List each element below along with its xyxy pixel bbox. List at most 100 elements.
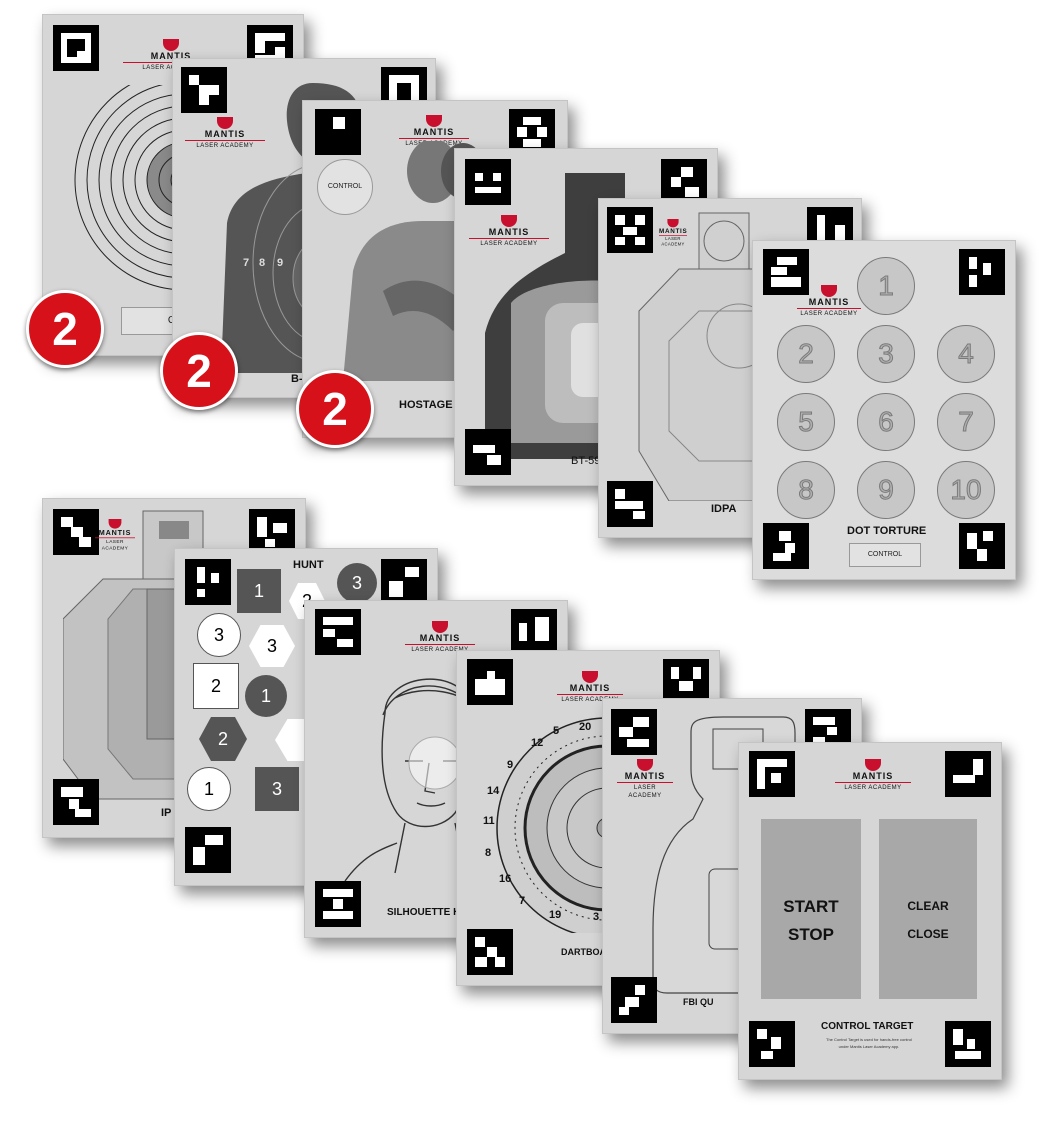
dartboard-number: 11 — [483, 815, 495, 827]
hunt-shape: 1 — [187, 767, 231, 811]
aruco-marker-icon — [663, 659, 709, 705]
aruco-marker-icon — [763, 249, 809, 295]
aruco-marker-icon — [749, 1021, 795, 1067]
clear-close-panel: CLEAR CLOSE — [879, 819, 977, 999]
hunt-shape: 2 — [199, 717, 247, 761]
hunt-shape: 3 — [197, 613, 241, 657]
dartboard-number: 9 — [507, 759, 514, 771]
dartboard-number: 7 — [519, 895, 526, 907]
aruco-marker-icon — [467, 929, 513, 975]
target-label: HUNT — [293, 559, 324, 571]
dartboard-number: 5 — [553, 725, 560, 737]
target-label: SILHOUETTE HEA — [387, 907, 475, 918]
hunt-shape: 1 — [245, 675, 287, 717]
aruco-marker-icon — [607, 481, 653, 527]
quantity-badge: 2 — [26, 290, 104, 368]
aruco-marker-icon — [249, 509, 295, 555]
dot-target-9: 9 — [857, 461, 915, 519]
control-circle: CONTROL — [317, 159, 373, 215]
aruco-marker-icon — [181, 67, 227, 113]
aruco-marker-icon — [749, 751, 795, 797]
aruco-marker-icon — [763, 523, 809, 569]
aruco-marker-icon — [511, 609, 557, 655]
aruco-marker-icon — [465, 429, 511, 475]
dartboard-number: 3 — [593, 911, 600, 923]
aruco-marker-icon — [959, 523, 1005, 569]
hunt-shape: 1 — [237, 569, 281, 613]
aruco-marker-icon — [945, 1021, 991, 1067]
target-label: BT-59 — [571, 455, 601, 467]
dot-target-3: 3 — [857, 325, 915, 383]
dot-target-10: 10 — [937, 461, 995, 519]
aruco-marker-icon — [381, 559, 427, 605]
aruco-marker-icon — [607, 207, 653, 253]
dartboard-number: 20 — [579, 721, 592, 733]
dartboard-number: 16 — [499, 873, 512, 885]
aruco-marker-icon — [465, 159, 511, 205]
aruco-marker-icon — [509, 109, 555, 155]
dot-target-8: 8 — [777, 461, 835, 519]
control-note-2: under Mantis Laser Academy app. — [838, 1044, 900, 1049]
dartboard-number: 8 — [485, 847, 492, 859]
aruco-marker-icon — [185, 559, 231, 605]
dot-target-5: 5 — [777, 393, 835, 451]
quantity-badge: 2 — [296, 370, 374, 448]
aruco-marker-icon — [315, 609, 361, 655]
dot-target-2: 2 — [777, 325, 835, 383]
start-stop-panel: START STOP — [761, 819, 861, 999]
clear-label: CLEAR — [907, 899, 949, 913]
hunt-shape: 3 — [255, 767, 299, 811]
aruco-marker-icon — [467, 659, 513, 705]
aruco-marker-icon — [315, 881, 361, 927]
dartboard-number: 12 — [531, 737, 544, 749]
aruco-marker-icon — [53, 25, 99, 71]
start-label: START — [783, 897, 839, 916]
dartboard-number: 14 — [487, 785, 500, 797]
close-label: CLOSE — [907, 927, 949, 941]
target-label: FBI QU — [683, 997, 714, 1007]
aruco-marker-icon — [959, 249, 1005, 295]
target-label: DOT TORTURE — [847, 525, 927, 537]
dot-target-6: 6 — [857, 393, 915, 451]
hunt-shape: 3 — [337, 563, 377, 603]
aruco-marker-icon — [315, 109, 361, 155]
ring-number: 7 — [243, 257, 250, 269]
dot-target-1: 1 — [857, 257, 915, 315]
control-note-1: The Control Target is used for hands-fre… — [826, 1037, 912, 1042]
target-label: CONTROL TARGET — [821, 1021, 914, 1032]
dot-target-4: 4 — [937, 325, 995, 383]
aruco-marker-icon — [611, 709, 657, 755]
aruco-marker-icon — [945, 751, 991, 797]
ring-number: 8 — [259, 257, 266, 269]
target-label: IP — [161, 807, 172, 819]
target-label: DARTBOAR — [561, 947, 613, 957]
aruco-marker-icon — [611, 977, 657, 1023]
target-label: IDPA — [711, 503, 737, 515]
aruco-marker-icon — [661, 159, 707, 205]
control-box: CONTROL — [849, 543, 921, 567]
hunt-shape: 3 — [249, 625, 295, 667]
aruco-marker-icon — [53, 509, 99, 555]
aruco-marker-icon — [53, 779, 99, 825]
aruco-marker-icon — [185, 827, 231, 873]
target-label: B- — [291, 373, 303, 385]
ring-number: 9 — [277, 257, 284, 269]
hunt-shape: 2 — [193, 663, 239, 709]
target-label: HOSTAGE — [399, 399, 453, 411]
stop-label: STOP — [788, 925, 834, 944]
dartboard-number: 19 — [549, 909, 562, 921]
dot-target-7: 7 — [937, 393, 995, 451]
quantity-badge: 2 — [160, 332, 238, 410]
